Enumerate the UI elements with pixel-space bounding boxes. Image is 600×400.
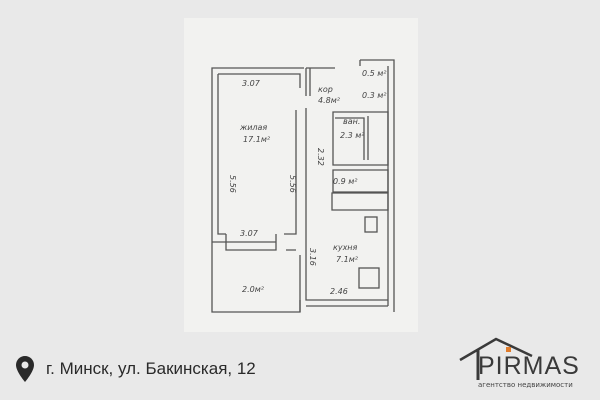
brand-logo: PIRMAS агентство недвижимости — [458, 334, 598, 394]
plan-label: 3.07 — [240, 229, 259, 238]
plan-label: 4.8м² — [318, 96, 341, 105]
plan-label: 0.3 м² — [362, 91, 387, 100]
house-roof-icon — [459, 337, 533, 380]
plan-label: ван. — [343, 117, 360, 126]
address-block: г. Минск, ул. Бакинская, 12 — [16, 356, 256, 382]
plan-paper — [184, 18, 418, 332]
plan-label: 17.1м² — [243, 135, 271, 144]
plan-label: 5.56 — [228, 175, 237, 193]
plan-walls — [211, 59, 395, 313]
address-text: г. Минск, ул. Бакинская, 12 — [46, 359, 256, 378]
plan-label: 0.9 м² — [333, 177, 358, 186]
plan-label: 2.32 — [316, 148, 325, 166]
plan-label: 5.56 — [288, 175, 297, 193]
plan-label: 3.16 — [308, 248, 317, 266]
plan-label: 2.46 — [330, 287, 348, 296]
brand-tagline: агентство недвижимости — [478, 381, 573, 389]
plan-label: 2.0м² — [242, 285, 265, 294]
brand-name: PIRMAS — [478, 352, 580, 380]
plan-label: 7.1м² — [336, 255, 359, 264]
plan-label: 2.3 м² — [340, 131, 365, 140]
plan-label: 0.5 м² — [362, 69, 387, 78]
plan-label: 3.07 — [242, 79, 261, 88]
plan-label: жилая — [239, 123, 267, 132]
plan-label: кор — [318, 85, 333, 94]
plan-label: кухня — [333, 243, 358, 252]
location-pin-icon — [16, 356, 34, 382]
